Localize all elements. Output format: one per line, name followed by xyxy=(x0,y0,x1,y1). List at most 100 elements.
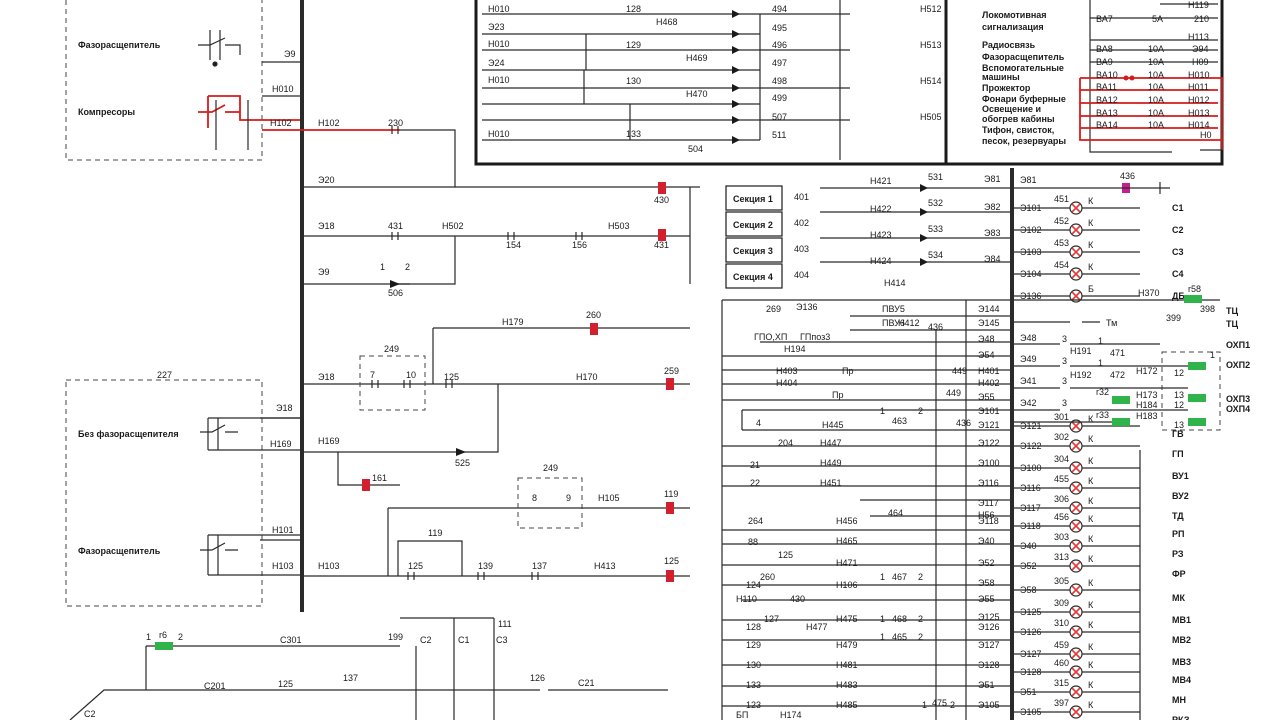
svg-text:126: 126 xyxy=(530,673,545,683)
svg-text:Э41: Э41 xyxy=(1020,376,1036,386)
mid-label: ГПО,ХП xyxy=(754,332,787,342)
mid-label: 436 xyxy=(928,322,943,332)
phase-splitter-box xyxy=(65,0,263,161)
mid-label: Э136 xyxy=(796,302,818,312)
svg-text:Н09: Н09 xyxy=(1192,57,1209,67)
lamp-row-number: 306 xyxy=(1054,494,1069,504)
svg-text:ОХП4: ОХП4 xyxy=(1226,404,1250,414)
svg-text:10А: 10А xyxy=(1148,70,1164,80)
svg-text:Н424: Н424 xyxy=(870,256,892,266)
mid-label: Н483 xyxy=(836,680,858,690)
svg-text:ВА9: ВА9 xyxy=(1096,57,1113,67)
mid-label: Пр xyxy=(832,390,843,400)
svg-text:Н421: Н421 xyxy=(870,176,892,186)
right-extra-labels: Н370 r58 398 ТЦ 399 Тм ТЦ Э48 3 Н191 1 4… xyxy=(1020,284,1250,430)
switch-phase-splitter-top xyxy=(198,30,241,67)
svg-text:10А: 10А xyxy=(1148,120,1164,130)
svg-text:2: 2 xyxy=(178,632,183,642)
bottom-circuit: 1 r6 2 С301 199 С2 С1 С3 111 С201 125 13… xyxy=(69,617,668,720)
svg-text:Н370: Н370 xyxy=(1138,288,1160,298)
svg-text:С1: С1 xyxy=(458,635,470,645)
mid-label: Э52 xyxy=(978,558,994,568)
svg-text:Э18: Э18 xyxy=(318,372,334,382)
lamp-row-target: РЗ xyxy=(1172,549,1184,559)
svg-text:259: 259 xyxy=(664,366,679,376)
mid-label: Э144 xyxy=(978,304,1000,314)
lamp-row-target: ВУ1 xyxy=(1172,471,1189,481)
mid-label: 269 xyxy=(766,304,781,314)
svg-text:1: 1 xyxy=(1210,350,1215,360)
mid-label: 125 xyxy=(778,550,793,560)
mid-label: 1 xyxy=(922,700,927,710)
lamp-row-target: МК xyxy=(1172,593,1185,603)
svg-text:Н169: Н169 xyxy=(270,439,292,449)
svg-text:r33: r33 xyxy=(1096,410,1109,420)
svg-text:210: 210 xyxy=(1194,14,1209,24)
resistor-r6 xyxy=(155,642,173,650)
box-227 xyxy=(65,379,263,607)
svg-text:Н192: Н192 xyxy=(1070,370,1092,380)
svg-text:125: 125 xyxy=(278,679,293,689)
lamp-row-k: К xyxy=(1088,456,1094,466)
svg-text:13: 13 xyxy=(1174,390,1184,400)
resistor-r58 xyxy=(1184,295,1202,303)
mid-label: 463 xyxy=(892,416,907,426)
mid-label: 204 xyxy=(778,438,793,448)
svg-text:Э48: Э48 xyxy=(1020,333,1036,343)
lamp-row-target: МВ4 xyxy=(1172,675,1191,685)
svg-text:ВА11: ВА11 xyxy=(1096,82,1117,92)
svg-text:1: 1 xyxy=(146,632,151,642)
breaker-labels: Локомотивная сигнализация Радиосвязь Фаз… xyxy=(982,10,1066,146)
svg-text:Н179: Н179 xyxy=(502,317,524,327)
mid-label: Э126 xyxy=(978,622,1000,632)
svg-text:Э18: Э18 xyxy=(318,221,334,231)
mid-label: Н479 xyxy=(836,640,858,650)
mid-label: Н412 xyxy=(898,318,920,328)
mid-label: 21 xyxy=(750,460,760,470)
svg-text:ТЦ: ТЦ xyxy=(1226,306,1238,316)
box-249-bottom xyxy=(517,477,583,529)
svg-text:129: 129 xyxy=(626,40,641,50)
mid-label: 468 xyxy=(892,614,907,624)
mid-label: 130 xyxy=(746,660,761,670)
relay-119 xyxy=(666,502,674,514)
lamp-row-number: 303 xyxy=(1054,532,1069,542)
mid-label: ГПпоз3 xyxy=(800,332,830,342)
lamp-row-target: ВУ2 xyxy=(1172,491,1189,501)
svg-text:430: 430 xyxy=(654,195,669,205)
svg-text:230: 230 xyxy=(388,118,403,128)
svg-text:Н502: Н502 xyxy=(442,221,464,231)
svg-text:249: 249 xyxy=(543,463,558,473)
svg-text:119: 119 xyxy=(664,489,678,499)
svg-text:ВА14: ВА14 xyxy=(1096,120,1118,130)
mid-label: 2 xyxy=(918,614,923,624)
relay-260 xyxy=(590,323,598,335)
svg-text:С2: С2 xyxy=(84,709,96,719)
svg-text:139: 139 xyxy=(478,561,493,571)
left-contacts xyxy=(371,126,583,580)
section-boxes: Секция 1 Секция 2 Секция 3 Секция 4 xyxy=(725,185,783,289)
lamp-row-target: МН xyxy=(1172,695,1186,705)
mid-label: Э100 xyxy=(978,458,1000,468)
svg-text:ТЦ: ТЦ xyxy=(1226,319,1238,329)
lamp-row-target: С1 xyxy=(1172,203,1184,213)
svg-text:С3: С3 xyxy=(496,635,508,645)
relay-431 xyxy=(658,229,666,241)
breaker-va10-contact-2 xyxy=(1129,75,1135,81)
svg-text:ВА8: ВА8 xyxy=(1096,44,1113,54)
svg-text:Н113: Н113 xyxy=(1188,32,1209,42)
svg-text:Н105: Н105 xyxy=(598,493,620,503)
resistor-ohp2 xyxy=(1188,362,1206,370)
mid-label: Н402 xyxy=(978,378,1000,388)
svg-text:472: 472 xyxy=(1110,370,1125,380)
mid-label: Э101 xyxy=(978,406,1000,416)
